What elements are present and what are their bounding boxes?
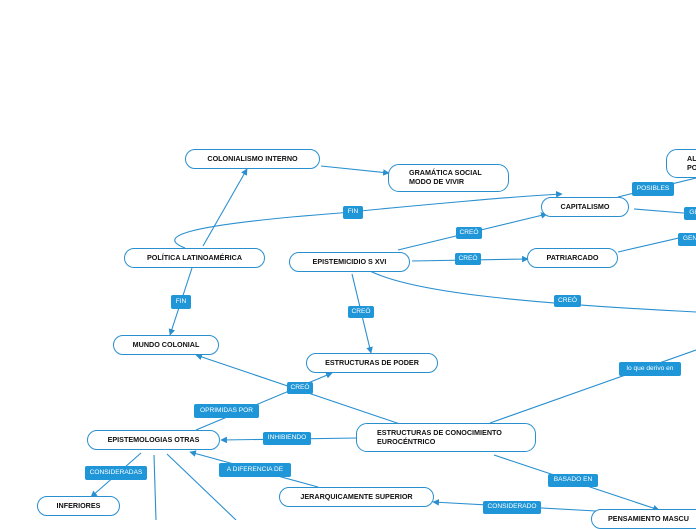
node-patriarcado[interactable]: PATRIARCADO [527,248,618,268]
node-al-po[interactable]: AL PO [666,149,696,178]
node-epistemologias-otras[interactable]: EPISTEMOLOGIAS OTRAS [87,430,220,450]
node-estructuras-poder[interactable]: ESTRUCTURAS DE PODER [306,353,438,373]
node-label: ESTRUCTURAS DE PODER [325,357,419,367]
connector-fin-politica-capitalismo [174,190,563,249]
node-label: PENSAMIENTO MASCU [608,513,689,523]
connector-label-ge[interactable]: GE [684,207,696,220]
node-capitalismo[interactable]: CAPITALISMO [541,197,629,217]
node-estructuras-conocimiento[interactable]: ESTRUCTURAS DE CONOCIMIENTO EUROCÉNTRICO [356,423,536,452]
connector-conocimiento-derivo [489,349,696,424]
connector-colonialismo-gramatica [320,165,390,176]
connector-label-creo-patriarcado[interactable]: CREÓ [455,253,481,265]
connector-label-posibles[interactable]: POSIBLES [632,182,674,196]
connector-label-creo-capitalismo[interactable]: CREÓ [456,227,482,239]
connector-label-a-diferencia-de[interactable]: A DIFERENCIA DE [219,463,291,477]
node-label: CAPITALISMO [560,201,610,211]
node-label: INFERIORES [56,500,101,510]
connector-label-consideradas[interactable]: CONSIDERADAS [85,466,147,480]
node-gramatica-social[interactable]: GRAMÁTICA SOCIAL MODO DE VIVIR [388,164,509,192]
connector-label-gen[interactable]: GEN [678,233,696,246]
connector-label-creo-mundo[interactable]: CREÓ [287,382,313,394]
connector-label-inhibiendo[interactable]: INHIBIENDO [263,432,311,445]
connector-label-oprimidas-por[interactable]: OPRIMIDAS POR [194,404,259,418]
connector-label-considerado[interactable]: CONSIDERADO [483,501,541,514]
node-label: AL PO [687,153,696,172]
connector-label-basado-en[interactable]: BASADO EN [548,474,598,487]
node-epistemicidio[interactable]: EPISTEMICIDIO S XVI [289,252,410,272]
node-inferiores[interactable]: INFERIORES [37,496,120,516]
node-pensamiento-masculino[interactable]: PENSAMIENTO MASCU [591,509,696,529]
node-label: PATRIARCADO [546,252,599,262]
connector-label-creo-right[interactable]: CREÓ [554,295,581,307]
connector-epistemologias-down [153,454,157,520]
node-label: JERARQUICAMENTE SUPERIOR [300,491,413,501]
node-label: COLONIALISMO INTERNO [207,153,298,163]
connector-epistemologias-down-right [166,453,237,520]
node-politica-latinoamerica[interactable]: POLÍTICA LATINOAMÉRICA [124,248,265,268]
node-label: ESTRUCTURAS DE CONOCIMIENTO EUROCÉNTRICO [377,427,502,446]
node-colonialismo-interno[interactable]: COLONIALISMO INTERNO [185,149,320,169]
node-label: MUNDO COLONIAL [132,339,200,349]
connector-label-fin-top[interactable]: FIN [343,206,363,219]
node-label: POLÍTICA LATINOAMÉRICA [146,252,243,262]
connector-label-creo-estructuras-poder[interactable]: CREÓ [348,306,374,318]
node-mundo-colonial[interactable]: MUNDO COLONIAL [113,335,219,355]
node-label: EPISTEMICIDIO S XVI [312,256,387,266]
connector-label-fin-left[interactable]: FIN [171,295,191,309]
connector-politica-colonialismo [202,168,248,247]
connector-label-lo-que-derivo[interactable]: lo que derivo en [619,362,681,376]
connector-epistemicidio-right [367,269,696,313]
node-jerarquicamente-superior[interactable]: JERARQUICAMENTE SUPERIOR [279,487,434,507]
node-label: GRAMÁTICA SOCIAL MODO DE VIVIR [409,168,482,186]
node-label: EPISTEMOLOGIAS OTRAS [107,434,200,444]
